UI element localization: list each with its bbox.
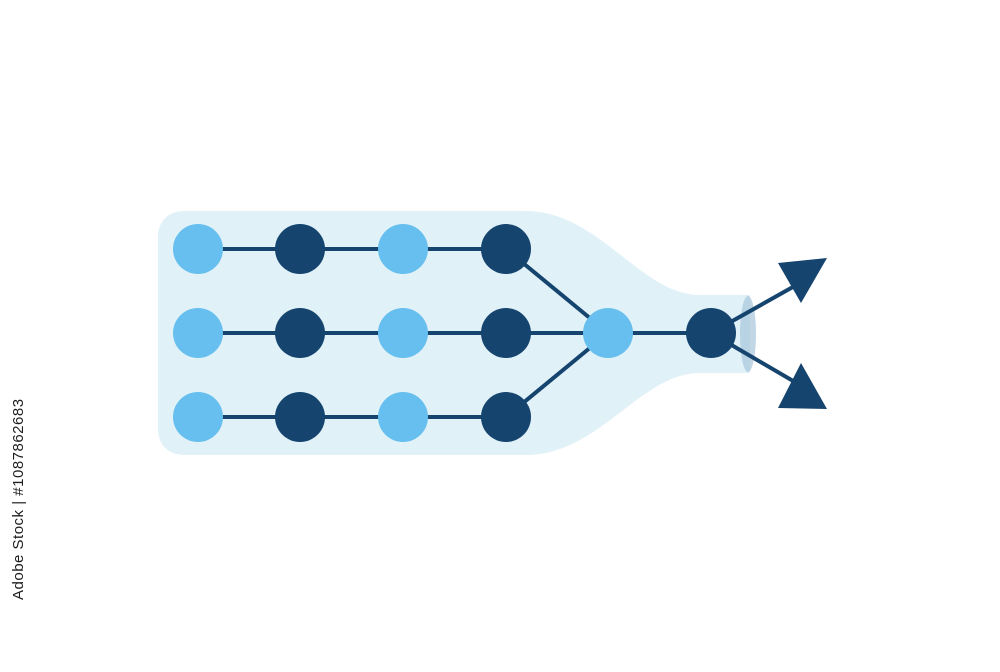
node-r3-c3 (378, 392, 428, 442)
node-r2-c2 (275, 308, 325, 358)
bottleneck-node (686, 308, 736, 358)
output-arrow-down-head (778, 363, 827, 409)
arrowheads-group (778, 258, 827, 409)
node-r1-c2 (275, 224, 325, 274)
stock-image-id: Adobe Stock | #1087862683 (10, 398, 27, 600)
nodes-group (173, 224, 736, 442)
node-r1-c1 (173, 224, 223, 274)
merge-node (583, 308, 633, 358)
node-r3-c1 (173, 392, 223, 442)
node-r1-c3 (378, 224, 428, 274)
node-r1-c4 (481, 224, 531, 274)
node-r3-c4 (481, 392, 531, 442)
node-r2-c3 (378, 308, 428, 358)
node-r3-c2 (275, 392, 325, 442)
node-r2-c1 (173, 308, 223, 358)
node-r2-c4 (481, 308, 531, 358)
output-arrow-up-head (778, 258, 827, 303)
